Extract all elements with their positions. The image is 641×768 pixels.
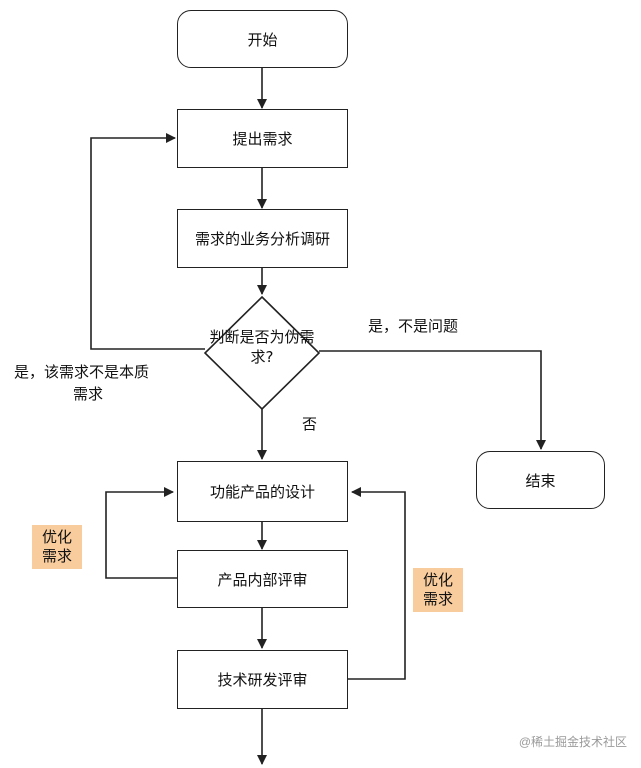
start-node: 开始 — [177, 10, 348, 68]
edge-label-yes-not-essential-line2: 需求 — [73, 385, 104, 403]
propose-node: 提出需求 — [177, 109, 348, 168]
design-node: 功能产品的设计 — [177, 461, 348, 522]
end-label: 结束 — [525, 471, 556, 490]
arrow-tech-review-loop — [348, 487, 406, 680]
tech-review-node: 技术研发评审 — [177, 650, 348, 709]
propose-label: 提出需求 — [232, 130, 293, 148]
design-label: 功能产品的设计 — [209, 483, 315, 501]
edge-label-yes-not-problem: 是，不是问题 — [368, 317, 459, 335]
arrow-internal-review-loop — [105, 487, 177, 579]
internal-review-label: 产品内部评审 — [217, 570, 308, 589]
start-label: 开始 — [247, 30, 278, 49]
research-label: 需求的业务分析调研 — [194, 230, 330, 248]
arrow-decision-to-propose-loop — [90, 133, 205, 350]
optimize-requirement-tag-right: 优化需求 — [413, 568, 463, 612]
optimize-requirement-tag-left: 优化需求 — [32, 525, 82, 569]
edge-label-yes-not-essential-line1: 是，该需求不是本质 — [14, 363, 150, 381]
watermark-text: @稀土掘金技术社区 — [518, 735, 627, 749]
tech-review-label: 技术研发评审 — [217, 671, 308, 689]
decision-label: 判断是否为伪需求? — [209, 328, 315, 366]
internal-review-node: 产品内部评审 — [177, 550, 348, 608]
edge-label-no: 否 — [302, 415, 318, 433]
research-node: 需求的业务分析调研 — [177, 209, 348, 268]
end-node: 结束 — [476, 451, 605, 509]
arrow-decision-to-end — [319, 350, 546, 450]
